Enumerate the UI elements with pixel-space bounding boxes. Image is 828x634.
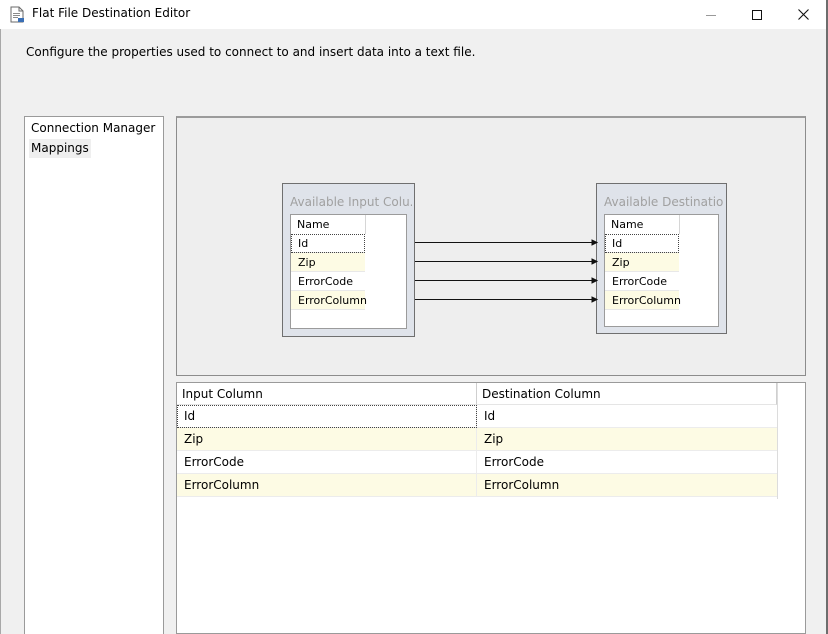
input-column-item[interactable]: Id: [291, 234, 365, 253]
destination-column-cell[interactable]: Id: [484, 409, 496, 423]
input-column-cell[interactable]: Zip: [177, 428, 477, 451]
destination-column-cell[interactable]: ErrorCode: [484, 455, 544, 469]
destination-column-item[interactable]: ErrorCode: [605, 272, 679, 291]
input-column-cell[interactable]: ErrorColumn: [177, 474, 477, 497]
close-icon: [797, 9, 809, 20]
input-column-cell[interactable]: ErrorCode: [177, 451, 477, 474]
input-column-item[interactable]: Zip: [291, 253, 365, 272]
available-destination-columns-box[interactable]: Available Destinatio... Name Id Zip Erro…: [596, 183, 727, 334]
maximize-button[interactable]: [734, 0, 780, 29]
window-title: Flat File Destination Editor: [32, 6, 191, 20]
destination-box-title: Available Destinatio...: [604, 195, 724, 209]
document-icon: [9, 6, 25, 23]
destination-column-list[interactable]: Name Id Zip ErrorCode ErrorColumn: [604, 214, 719, 327]
grid-column-divider: [777, 383, 778, 499]
table-row[interactable]: ErrorColumn ErrorColumn: [177, 474, 777, 497]
mapping-connectors: [415, 239, 599, 303]
table-row[interactable]: Id Id: [177, 405, 777, 428]
nav-panel: Connection Manager Mappings: [24, 116, 164, 634]
grid-header-destination-column[interactable]: Destination Column: [477, 383, 777, 405]
destination-list-header: Name: [605, 215, 680, 234]
input-box-title: Available Input Colu...: [290, 195, 412, 209]
input-column-cell[interactable]: Id: [177, 405, 477, 428]
nav-item-mappings[interactable]: Mappings: [29, 139, 91, 158]
mapping-arrow: [591, 296, 599, 303]
mapping-canvas[interactable]: Available Input Colu... Name Id Zip Erro…: [176, 116, 806, 376]
mapping-arrow: [591, 258, 599, 265]
title-bar: Flat File Destination Editor: [0, 0, 828, 29]
destination-column-item[interactable]: Zip: [605, 253, 679, 272]
destination-column-cell[interactable]: Zip: [484, 432, 504, 446]
destination-column-item[interactable]: Id: [605, 234, 679, 253]
input-column-list[interactable]: Name Id Zip ErrorCode ErrorColumn: [290, 214, 407, 329]
page-description: Configure the properties used to connect…: [26, 45, 476, 59]
grid-header-input-column[interactable]: Input Column: [177, 383, 477, 405]
input-column-item[interactable]: ErrorCode: [291, 272, 365, 291]
maximize-icon: [752, 9, 762, 20]
window-edge-left: [0, 29, 1, 634]
input-list-header: Name: [291, 215, 366, 234]
available-input-columns-box[interactable]: Available Input Colu... Name Id Zip Erro…: [282, 183, 415, 337]
mapping-grid[interactable]: Input Column Destination Column Id Id Zi…: [176, 382, 806, 634]
table-row[interactable]: Zip Zip: [177, 428, 777, 451]
minimize-icon: [706, 14, 716, 16]
input-column-item[interactable]: ErrorColumn: [291, 291, 367, 310]
nav-item-connection-manager[interactable]: Connection Manager: [31, 121, 156, 135]
destination-column-item[interactable]: ErrorColumn: [605, 291, 681, 310]
window-edge-right: [826, 0, 828, 634]
destination-column-cell[interactable]: ErrorColumn: [484, 478, 560, 492]
table-row[interactable]: ErrorCode ErrorCode: [177, 451, 777, 474]
close-button[interactable]: [780, 0, 826, 29]
mapping-arrow: [591, 277, 599, 284]
mapping-arrow: [591, 239, 599, 246]
minimize-button[interactable]: [688, 0, 734, 29]
